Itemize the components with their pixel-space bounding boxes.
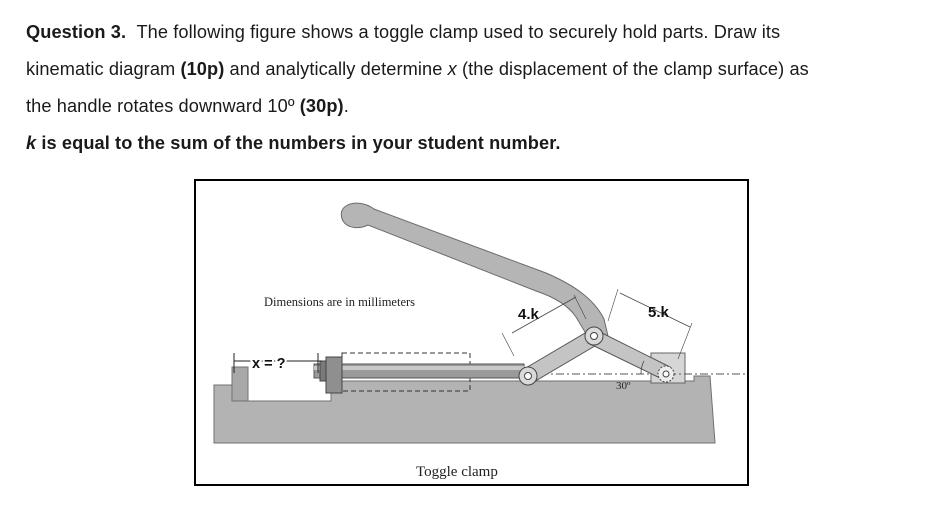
question-line-1: Question 3. The following figure shows a… (26, 14, 918, 51)
link2-dimension-label: 5.k (648, 304, 670, 321)
angle-label: 30º (616, 380, 631, 392)
dim-ext-link1a (501, 332, 515, 357)
dim-ext-link2a (607, 288, 619, 322)
question-text: Question 3. The following figure shows a… (26, 14, 918, 162)
base-left-block (231, 366, 249, 402)
question-line-3-text: the handle rotates downward 10º (26, 96, 295, 116)
pin-joint-middle-inner (590, 332, 598, 340)
question-label: Question 3. (26, 22, 127, 42)
points-analysis: (30p) (299, 96, 344, 116)
handle-lever (340, 202, 609, 342)
question-line-2-pre: kinematic diagram (26, 59, 176, 79)
angle-arc (640, 360, 645, 375)
dim-ext-link1b (573, 294, 587, 320)
question-line-2-post: (the displacement of the clamp surface) … (461, 59, 809, 79)
link1-dimension-label: 4.k (518, 306, 540, 323)
figure-caption: Toggle clamp (416, 464, 498, 480)
question-line-3: the handle rotates downward 10º (30p). (26, 88, 918, 125)
question-line-2: kinematic diagram (10p) and analytically… (26, 51, 918, 88)
x-label: x = ? (252, 356, 286, 372)
clamp-pad (325, 356, 343, 394)
dim-line-link2 (619, 292, 691, 328)
k-definition-text: is equal to the sum of the numbers in yo… (41, 133, 561, 153)
pin-joint-right-inner (662, 370, 670, 378)
question-line-1-text: The following figure shows a toggle clam… (136, 22, 781, 42)
dim-ext-link2b (677, 322, 693, 360)
variable-k: k (26, 133, 37, 153)
question-line-2-mid: and analytically determine (229, 59, 443, 79)
dim-line-link1 (511, 296, 577, 334)
variable-x: x (447, 59, 457, 79)
pin-joint-left-inner (524, 372, 532, 380)
plunger-rod-highlight (314, 366, 524, 370)
toggle-clamp-figure: Dimensions are in millimeters 4.k 5.k 30… (194, 179, 749, 486)
toggle-clamp-drawing: Dimensions are in millimeters 4.k 5.k 30… (213, 202, 746, 480)
dimensions-note: Dimensions are in millimeters (264, 295, 415, 309)
points-diagram: (10p) (180, 59, 225, 79)
clamp-pad-tip (319, 360, 327, 382)
k-definition: k is equal to the sum of the numbers in … (26, 125, 918, 162)
question-line-3-end: . (343, 96, 349, 116)
